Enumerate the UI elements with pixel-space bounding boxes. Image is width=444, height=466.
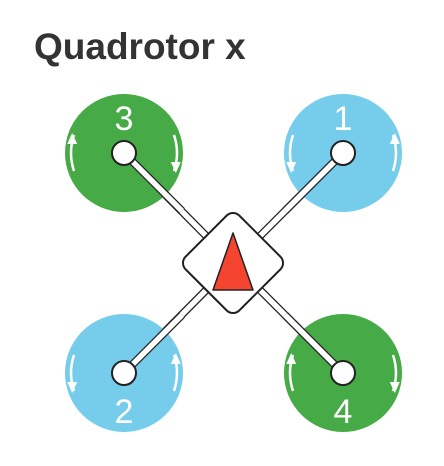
motor-front-right: 1 <box>282 94 402 214</box>
flight-controller-body <box>181 211 285 315</box>
motor-rear-left: 2 <box>65 312 185 432</box>
motor-rear-right: 4 <box>282 312 402 432</box>
motor-number: 3 <box>115 100 134 138</box>
motor-number: 2 <box>115 393 134 431</box>
motor-hub <box>330 140 356 166</box>
motor-front-left: 3 <box>65 94 185 214</box>
motor-number: 4 <box>334 393 353 431</box>
rotation-arrow-icon <box>67 353 181 393</box>
page-title: Quadrotor x <box>34 26 246 67</box>
rotation-arrow-icon <box>67 133 181 173</box>
rotation-arrow-icon <box>286 353 400 393</box>
rotation-arrow-icon <box>286 133 400 173</box>
motor-number: 1 <box>334 100 353 138</box>
motor-hub <box>111 360 137 386</box>
heading-arrow-icon <box>212 232 254 291</box>
motor-hub <box>111 140 137 166</box>
motor-hub <box>330 360 356 386</box>
